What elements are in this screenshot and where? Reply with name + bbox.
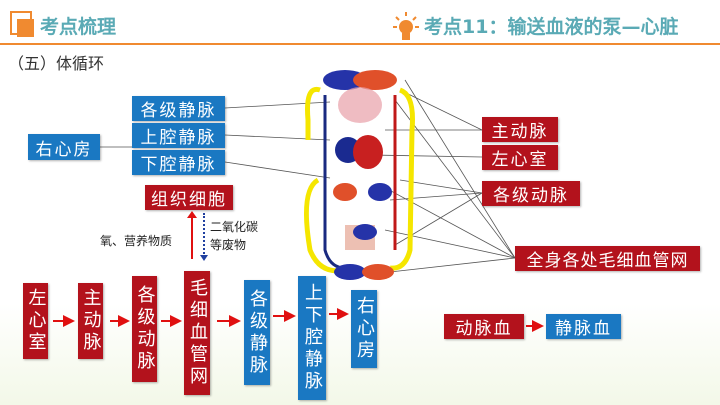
label-superior-vena-cava: 上腔静脉 (132, 123, 225, 148)
header-divider (0, 43, 720, 45)
label-arteries: 各级动脉 (482, 181, 580, 206)
flow-right-atrium: 右心房 (351, 290, 377, 368)
flow-capillaries: 毛细血管网 (184, 271, 210, 395)
label-oxygen-nutrients: 氧、营养物质 (100, 234, 173, 248)
section-title: 考点梳理 (40, 16, 117, 38)
label-inferior-vena-cava: 下腔静脉 (132, 150, 225, 175)
flow-aorta: 主动脉 (78, 283, 103, 359)
label-venous-blood: 静脉血 (546, 314, 621, 339)
label-arterial-blood: 动脉血 (444, 314, 524, 339)
flow-arteries: 各级动脉 (132, 276, 157, 382)
label-tissue-cells: 组织细胞 (145, 185, 233, 210)
flow-left-ventricle: 左心室 (23, 283, 48, 359)
arrow-up-icon (187, 211, 197, 259)
label-capillaries: 全身各处毛细血管网 (515, 246, 700, 271)
lightbulb-icon (393, 12, 419, 42)
label-right-atrium: 右心房 (28, 134, 100, 160)
arrow-down-icon (200, 213, 208, 261)
label-left-ventricle: 左心室 (482, 145, 558, 170)
subtitle: （五）体循环 (8, 54, 105, 73)
label-veins: 各级静脉 (132, 96, 225, 121)
section-icon (10, 11, 34, 37)
label-co2: 二氧化碳 (210, 220, 259, 234)
flow-vena-cava: 上下腔静脉 (298, 276, 326, 400)
label-aorta: 主动脉 (482, 117, 558, 142)
flow-veins: 各级静脉 (244, 280, 270, 385)
label-waste: 等废物 (210, 238, 247, 252)
topic-title: 考点11：输送血液的泵—心脏 (424, 16, 679, 38)
